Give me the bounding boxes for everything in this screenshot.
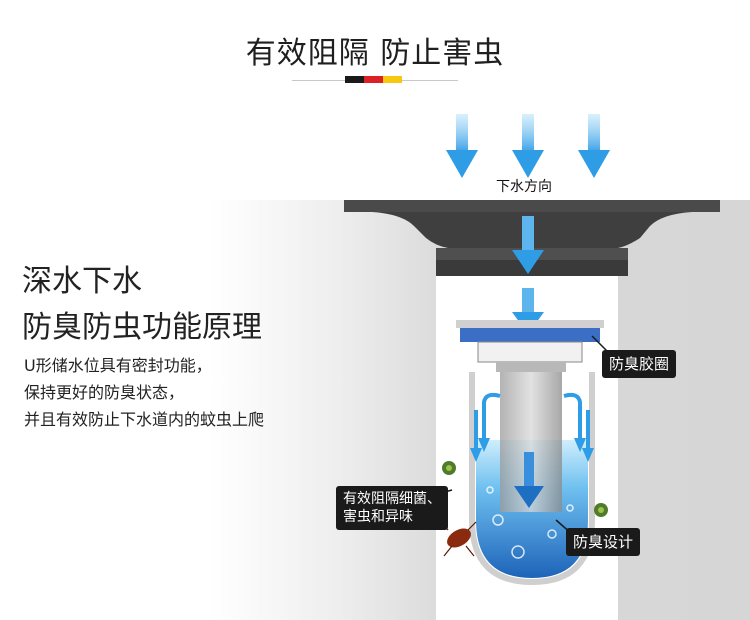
cockroach-icon bbox=[439, 519, 477, 557]
barrier-label-line-2: 害虫和异味 bbox=[343, 509, 413, 525]
water-bubbles bbox=[486, 486, 574, 559]
gasket bbox=[456, 320, 604, 363]
down-arrow-icon bbox=[512, 114, 544, 178]
down-arrow-icon bbox=[514, 452, 544, 508]
flag-stripe bbox=[345, 76, 402, 83]
heading-line-2: 防臭防虫功能原理 bbox=[22, 310, 262, 345]
flag-black bbox=[345, 76, 364, 83]
down-arrow-icon bbox=[446, 114, 478, 178]
gasket-label: 防臭胶圈 bbox=[602, 350, 677, 378]
design-label: 防臭设计 bbox=[566, 528, 641, 556]
heading-line-1: 深水下水 bbox=[22, 264, 142, 299]
pipe-rim bbox=[496, 362, 566, 372]
description-line-3: 并且有效防止下水道内的蚊虫上爬 bbox=[24, 410, 265, 429]
flow-direction-label: 下水方向 bbox=[496, 179, 552, 195]
down-arrow-icon bbox=[512, 216, 544, 274]
bug-icon bbox=[594, 503, 608, 517]
down-arrow-icon bbox=[470, 438, 594, 462]
side-flow-arrows bbox=[474, 392, 590, 450]
flag-yellow bbox=[383, 76, 402, 83]
description-line-1: U形储水位具有密封功能， bbox=[24, 356, 212, 375]
flag-red bbox=[364, 76, 383, 83]
title: 有效阻隔 防止害虫 bbox=[245, 36, 505, 71]
barrier-label-line-1: 有效阻隔细菌、 bbox=[343, 491, 441, 507]
bug-icon bbox=[442, 461, 456, 475]
description-line-2: 保持更好的防臭状态， bbox=[24, 383, 185, 402]
down-arrow-icon bbox=[578, 114, 610, 178]
barrier-label: 有效阻隔细菌、 害虫和异味 bbox=[336, 486, 448, 530]
